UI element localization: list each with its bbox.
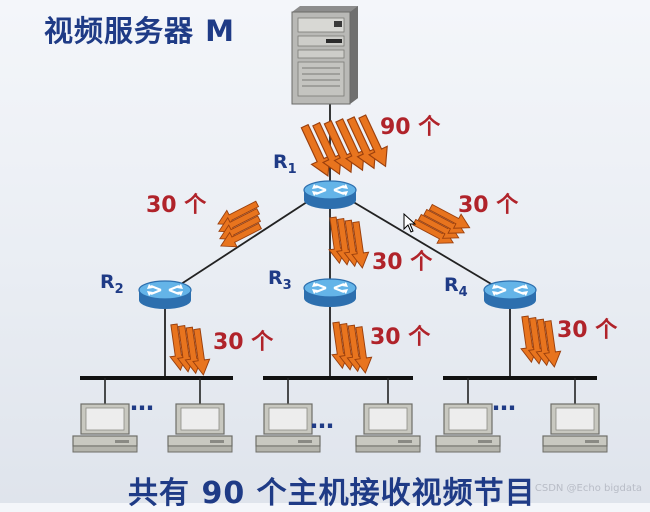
flow-server-r1-arrows bbox=[295, 111, 396, 181]
mouse-cursor-icon bbox=[403, 212, 417, 233]
count-server-r1: 90 个 bbox=[380, 115, 441, 140]
link-r1-r4 bbox=[349, 199, 499, 289]
flow-r3-lan-arrows bbox=[327, 320, 375, 375]
count-r3-lan: 30 个 bbox=[370, 325, 431, 350]
flow-r1-r2-arrows bbox=[213, 196, 265, 254]
count-r4-lan: 30 个 bbox=[557, 318, 618, 343]
count-r1-r4: 30 个 bbox=[458, 193, 519, 218]
router-r4 bbox=[482, 279, 538, 311]
router-r3 bbox=[302, 277, 358, 309]
watermark: CSDN @Echo bigdata bbox=[534, 483, 642, 494]
router-r1 bbox=[302, 179, 358, 211]
flow-r1-r3-arrows bbox=[324, 215, 372, 270]
host-drops bbox=[104, 378, 576, 404]
router-r2 bbox=[137, 279, 193, 311]
host-computer bbox=[167, 403, 233, 453]
link-r1-r2 bbox=[174, 199, 311, 289]
more-hosts-ellipsis: … bbox=[130, 388, 154, 416]
router-label-r1: R1 bbox=[273, 151, 297, 177]
count-r2-lan: 30 个 bbox=[213, 330, 274, 355]
host-computer bbox=[355, 403, 421, 453]
more-hosts-ellipsis: … bbox=[492, 388, 516, 416]
flow-r2-lan-arrows bbox=[165, 322, 213, 377]
host-computer bbox=[72, 403, 138, 453]
more-hosts-ellipsis: … bbox=[310, 406, 334, 434]
flow-r4-lan-arrows bbox=[516, 314, 564, 369]
host-computer bbox=[435, 403, 501, 453]
router-label-r3: R3 bbox=[268, 267, 292, 293]
diagram-caption: 共有 90 个主机接收视频节目 bbox=[128, 476, 536, 511]
count-r1-r3: 30 个 bbox=[372, 250, 433, 275]
router-label-r2: R2 bbox=[100, 271, 124, 297]
diagram-title: 视频服务器 M bbox=[44, 14, 235, 48]
count-r1-r2: 30 个 bbox=[146, 193, 207, 218]
host-computer bbox=[542, 403, 608, 453]
video-server-icon bbox=[291, 6, 358, 105]
router-label-r4: R4 bbox=[444, 274, 468, 300]
